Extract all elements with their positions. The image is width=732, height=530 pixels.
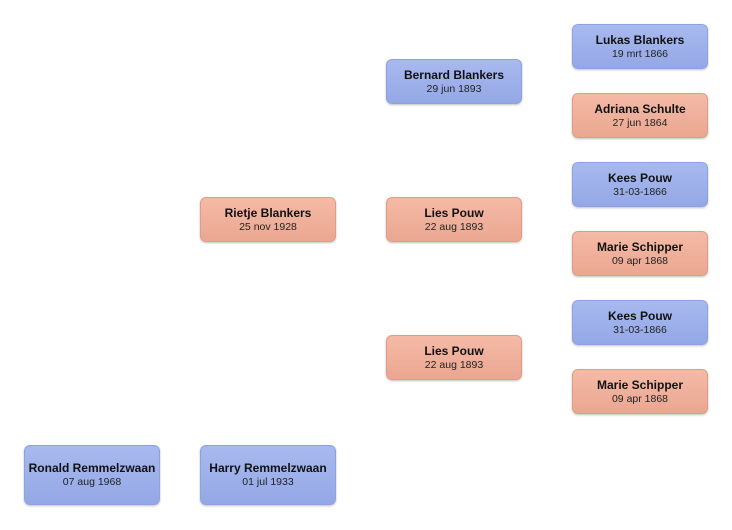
person-name: Marie Schipper: [596, 377, 684, 392]
person-card-ronald-remmelzwaan[interactable]: Ronald Remmelzwaan 07 aug 1968: [24, 445, 160, 505]
person-date: 27 jun 1864: [612, 116, 668, 129]
person-card-bernard-blankers[interactable]: Bernard Blankers 29 jun 1893: [386, 59, 522, 104]
person-card-lukas-blankers[interactable]: Lukas Blankers 19 mrt 1866: [572, 24, 708, 69]
person-name: Lies Pouw: [424, 343, 484, 358]
person-card-marie-schipper[interactable]: Marie Schipper 09 apr 1868: [572, 231, 708, 276]
person-name: Lies Pouw: [424, 205, 484, 220]
person-name: Kees Pouw: [607, 308, 673, 323]
person-date: 25 nov 1928: [239, 220, 297, 233]
person-date: 22 aug 1893: [424, 220, 484, 233]
person-date: 09 apr 1868: [611, 254, 669, 267]
person-name: Kees Pouw: [607, 170, 673, 185]
person-date: 31-03-1866: [613, 185, 667, 198]
person-card-lies-pouw-2[interactable]: Lies Pouw 22 aug 1893: [386, 335, 522, 380]
person-card-adriana-schulte[interactable]: Adriana Schulte 27 jun 1864: [572, 93, 708, 138]
person-name: Marie Schipper: [596, 239, 684, 254]
person-name: Ronald Remmelzwaan: [28, 461, 156, 475]
person-card-lies-pouw[interactable]: Lies Pouw 22 aug 1893: [386, 197, 522, 242]
person-name: Adriana Schulte: [594, 101, 686, 116]
person-date: 07 aug 1968: [62, 476, 122, 489]
person-date: 31-03-1866: [613, 323, 667, 336]
person-name: Lukas Blankers: [595, 32, 685, 47]
person-card-harry-remmelzwaan[interactable]: Harry Remmelzwaan 01 jul 1933: [200, 445, 336, 505]
person-card-marie-schipper-2[interactable]: Marie Schipper 09 apr 1868: [572, 369, 708, 414]
person-card-rietje-blankers[interactable]: Rietje Blankers 25 nov 1928: [200, 197, 336, 242]
person-name: Harry Remmelzwaan: [209, 461, 327, 475]
person-card-kees-pouw[interactable]: Kees Pouw 31-03-1866: [572, 162, 708, 207]
person-date: 09 apr 1868: [611, 392, 669, 405]
person-date: 29 jun 1893: [426, 82, 482, 95]
person-date: 19 mrt 1866: [611, 47, 669, 60]
person-name: Bernard Blankers: [403, 67, 505, 82]
person-card-kees-pouw-2[interactable]: Kees Pouw 31-03-1866: [572, 300, 708, 345]
person-date: 01 jul 1933: [242, 476, 294, 489]
person-name: Rietje Blankers: [224, 205, 312, 220]
person-date: 22 aug 1893: [424, 358, 484, 371]
